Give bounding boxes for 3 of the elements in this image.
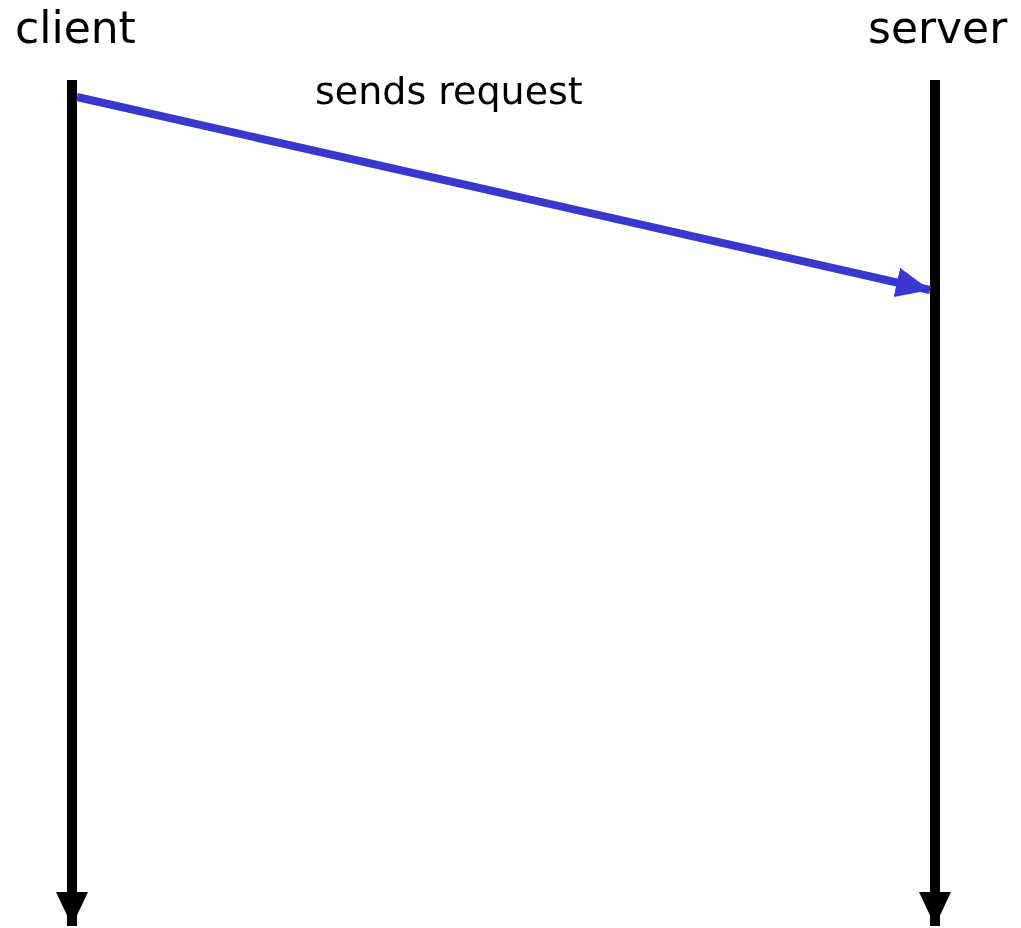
lifeline-label: client [15,2,136,54]
message-arrow [76,93,931,298]
lifeline-label: server [868,2,1008,54]
